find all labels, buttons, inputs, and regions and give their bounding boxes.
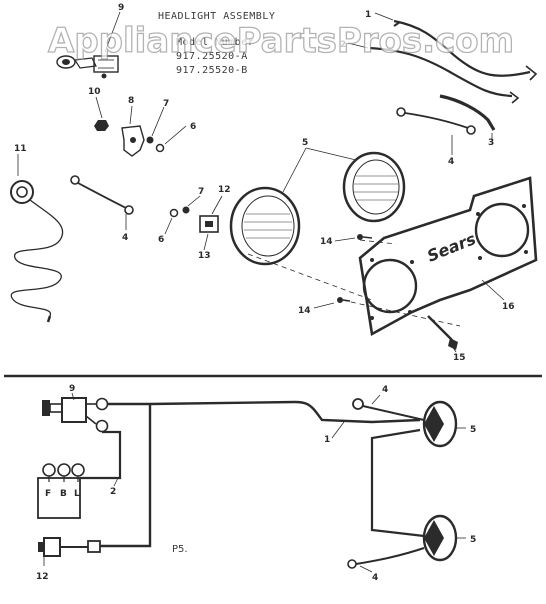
part-connector-block[interactable] bbox=[199, 195, 223, 251]
sears-logo: Sears bbox=[424, 229, 478, 266]
schematic-switch-terminal-box[interactable]: F B L bbox=[37, 463, 85, 519]
callout-15: 15 bbox=[453, 353, 466, 363]
part-screw-14a[interactable] bbox=[334, 234, 373, 242]
model-label: Model Number bbox=[176, 37, 254, 48]
part-wire-harness[interactable] bbox=[374, 12, 538, 81]
callout-14-upper: 14 bbox=[320, 237, 333, 247]
callout-7-mid: 7 bbox=[198, 187, 204, 197]
callout-6-mid: 6 bbox=[158, 235, 164, 245]
schematic-ground-ring-lower bbox=[347, 559, 357, 569]
callout-2-bottom: 2 bbox=[110, 487, 116, 497]
callout-6-top: 6 bbox=[190, 122, 196, 132]
terminal-b: B bbox=[60, 489, 67, 499]
part-hex-nut[interactable] bbox=[94, 96, 109, 131]
callout-8: 8 bbox=[128, 96, 134, 106]
model-number-a: 917.25520-A bbox=[176, 51, 248, 62]
callout-4-right: 4 bbox=[448, 157, 454, 167]
part-screw-7b[interactable] bbox=[182, 195, 201, 214]
part-washer-6b[interactable] bbox=[164, 208, 179, 235]
callout-12: 12 bbox=[218, 185, 231, 195]
diagram-title: HEADLIGHT ASSEMBLY bbox=[158, 11, 275, 22]
schematic-lighter-plug[interactable] bbox=[38, 537, 101, 566]
part-screw-14b[interactable] bbox=[313, 297, 351, 309]
part-headlight-lens-left[interactable] bbox=[229, 186, 301, 266]
callout-16: 16 bbox=[502, 302, 515, 312]
part-lead-wire[interactable] bbox=[347, 42, 520, 104]
callout-5-bottom-upper: 5 bbox=[470, 425, 476, 435]
part-strap[interactable] bbox=[439, 94, 496, 140]
callout-3: 3 bbox=[488, 138, 494, 148]
terminal-l: L bbox=[74, 489, 80, 499]
callout-14-lower: 14 bbox=[298, 306, 311, 316]
callout-2-top: 2 bbox=[340, 40, 346, 50]
schematic-lamp-upper[interactable] bbox=[422, 400, 466, 448]
callout-10: 10 bbox=[88, 87, 101, 97]
callout-1-bottom: 1 bbox=[324, 435, 330, 445]
part-screw-7a[interactable] bbox=[146, 106, 165, 144]
part-washer-6a[interactable] bbox=[155, 125, 187, 153]
callout-5-top: 5 bbox=[302, 138, 308, 148]
part-headlight-lens-right[interactable] bbox=[342, 151, 406, 223]
part-ground-wire-right[interactable] bbox=[396, 107, 476, 155]
callout-9-top: 9 bbox=[118, 3, 124, 13]
schematic-toggle-switch[interactable] bbox=[42, 392, 109, 433]
schematic-wiring: F B L bbox=[37, 392, 466, 569]
callout-13: 13 bbox=[198, 251, 211, 261]
callout-4-bottom-upper: 4 bbox=[382, 385, 388, 395]
model-number-b: 917.25520-B bbox=[176, 65, 248, 76]
page-code: P5. bbox=[172, 544, 188, 555]
part-bolt[interactable] bbox=[427, 315, 458, 353]
part-mounting-bracket[interactable] bbox=[121, 105, 145, 157]
schematic-lamp-lower[interactable] bbox=[422, 514, 466, 562]
schematic-ground-ring-upper bbox=[352, 398, 364, 410]
callout-5-bottom-lower: 5 bbox=[470, 535, 476, 545]
callout-12-bottom: 12 bbox=[36, 572, 49, 582]
callout-1-top: 1 bbox=[365, 10, 371, 20]
callout-11: 11 bbox=[14, 144, 27, 154]
callout-4-bottom-lower: 4 bbox=[372, 573, 378, 583]
terminal-f: F bbox=[45, 489, 51, 499]
callout-9-bottom: 9 bbox=[69, 384, 75, 394]
callout-4-left: 4 bbox=[122, 233, 128, 243]
part-lighter-plug-cord[interactable] bbox=[10, 154, 64, 323]
callout-7-top: 7 bbox=[163, 99, 169, 109]
watermark: AppliancePartsPros.com bbox=[48, 21, 514, 61]
part-ground-wire-left[interactable] bbox=[70, 175, 134, 230]
part-toggle-switch-top[interactable] bbox=[56, 11, 121, 79]
